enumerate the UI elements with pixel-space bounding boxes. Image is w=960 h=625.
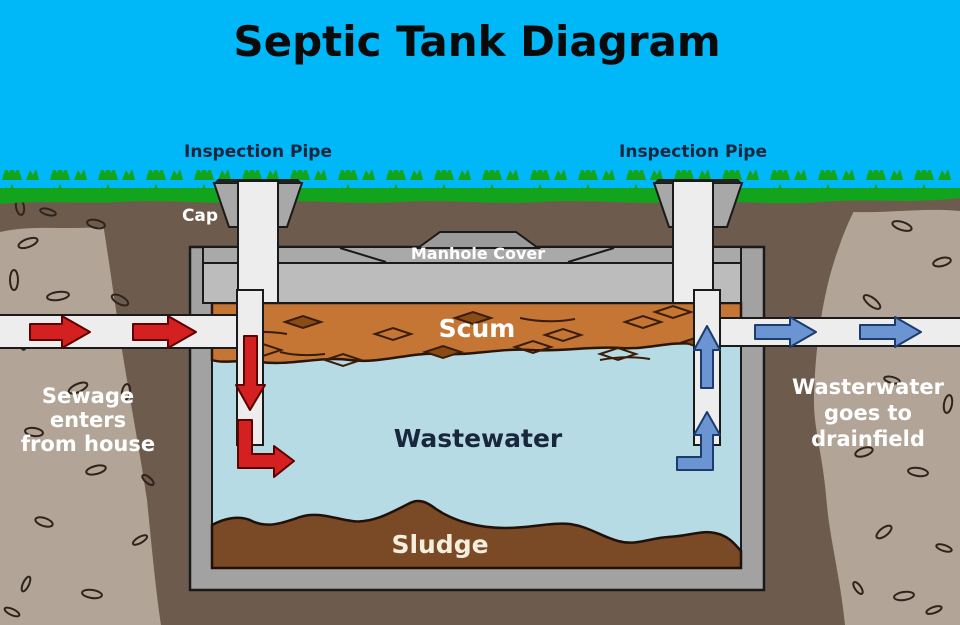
inspection-pipe-left-label: Inspection Pipe [184, 142, 332, 162]
tank-lid [202, 231, 742, 304]
inlet-elbow-arrow [237, 419, 295, 478]
outlet-flow-arrows [676, 316, 922, 471]
sludge-label: Sludge [391, 530, 488, 559]
outlet-arrow-1 [754, 316, 817, 348]
inlet-annotation-line1: Sewage [42, 384, 134, 408]
outlet-annotation: Wasterwater goes to drainfield [792, 375, 945, 451]
inspection-pipe-left [212, 179, 304, 304]
inlet-arrow-1 [29, 315, 91, 349]
scum-label: Scum [439, 314, 516, 343]
wastewater-label: Wastewater [394, 424, 563, 453]
inlet-annotation-line3: from house [21, 432, 155, 456]
cap-label: Cap [182, 206, 218, 226]
inlet-flow-arrows [29, 315, 295, 478]
outlet-elbow-arrow [676, 411, 721, 471]
sludge-layer [210, 499, 743, 570]
inlet-down-arrow [235, 335, 266, 411]
inspection-pipe-right [652, 179, 744, 304]
inlet-annotation: Sewage enters from house [21, 384, 155, 456]
inlet-arrow-2 [132, 315, 197, 349]
grass [0, 170, 960, 204]
outlet-annotation-line1: Wasterwater [792, 375, 945, 399]
outlet-up-arrow [693, 325, 721, 389]
outlet-arrow-2 [859, 316, 922, 348]
outlet-annotation-line2: goes to [824, 401, 912, 425]
manhole-cover-label: Manhole Cover [411, 244, 545, 263]
outlet-annotation-line3: drainfield [811, 427, 925, 451]
page-title: Septic Tank Diagram [233, 17, 720, 66]
manhole-cover-hump [414, 231, 542, 249]
pebbles [3, 198, 954, 618]
inspection-pipe-right-label: Inspection Pipe [619, 142, 767, 162]
inlet-annotation-line2: enters [50, 408, 126, 432]
